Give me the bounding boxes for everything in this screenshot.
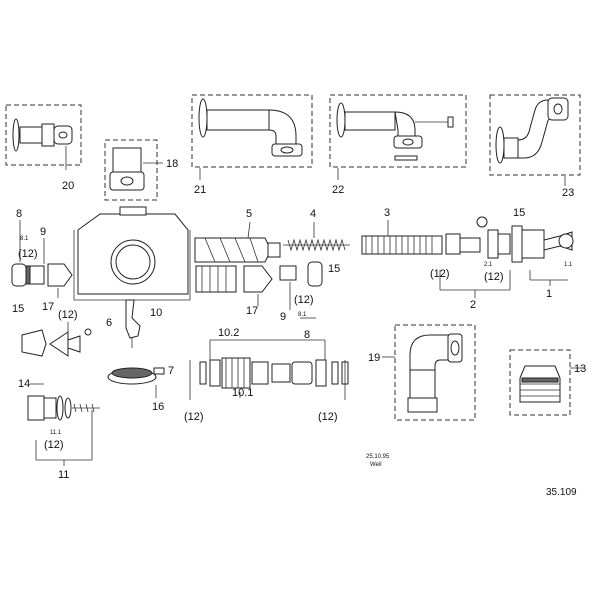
cartridge-part-3 <box>361 220 443 255</box>
label-13: 13 <box>574 363 586 375</box>
option-box-13 <box>509 349 585 416</box>
option-box-22 <box>329 94 467 180</box>
label-8-1-right: 8.1 <box>298 312 307 318</box>
option-box-18 <box>104 139 163 201</box>
fixing-parts-11 <box>27 383 100 466</box>
label-19: 19 <box>368 352 380 364</box>
label-9-left: 9 <box>40 226 46 238</box>
label-22: 22 <box>332 184 344 196</box>
label-8-1-left: 8.1 <box>20 236 29 242</box>
label-5: 5 <box>246 208 252 220</box>
label-12-low-right: (12) <box>318 411 338 423</box>
footer-date: 25.10.95 <box>366 454 390 460</box>
label-14: 14 <box>18 378 30 390</box>
label-1: 1 <box>546 288 552 300</box>
label-4: 4 <box>310 208 316 220</box>
label-21: 21 <box>194 184 206 196</box>
label-2: 2 <box>470 299 476 311</box>
option-box-23 <box>489 94 581 186</box>
lever-part-6 <box>125 299 141 348</box>
label-20: 20 <box>62 180 74 192</box>
valve-head-part-2 <box>439 216 511 298</box>
cap-parts-12-left <box>21 322 92 357</box>
label-16: 16 <box>152 401 164 413</box>
label-15-left: 15 <box>12 303 24 315</box>
label-2-1: 2.1 <box>484 262 493 268</box>
label-6: 6 <box>106 317 112 329</box>
left-cap-assembly <box>11 220 73 298</box>
label-8-top: 8 <box>16 208 22 220</box>
label-3: 3 <box>384 207 390 219</box>
label-1-1: 1.1 <box>564 262 573 268</box>
label-10-1: 10.1 <box>232 387 253 399</box>
label-10-2: 10.2 <box>218 327 239 339</box>
label-12-center: (12) <box>294 294 314 306</box>
label-11-1: 11.1 <box>50 430 62 436</box>
label-18: 18 <box>166 158 178 170</box>
label-8-bot: 8 <box>304 329 310 341</box>
label-10: 10 <box>150 307 162 319</box>
spring-part-4 <box>283 222 350 252</box>
spindle-part-5 <box>194 221 281 263</box>
footer-author: Weil <box>370 462 382 468</box>
option-box-21 <box>191 94 313 180</box>
right-cap-assembly <box>195 261 323 319</box>
label-17-left: 17 <box>42 301 54 313</box>
disc-part-16 <box>107 367 165 398</box>
label-11: 11 <box>58 469 69 481</box>
label-15-mid: 15 <box>328 263 340 275</box>
label-12-left: (12) <box>18 248 38 260</box>
central-lower-assembly <box>189 339 349 400</box>
label-15-right: 15 <box>513 207 525 219</box>
label-23: 23 <box>562 187 574 199</box>
label-12-small: (12) <box>58 309 78 321</box>
label-12-11: (12) <box>44 439 64 451</box>
label-17-right: 17 <box>246 305 258 317</box>
label-7: 7 <box>168 365 174 377</box>
label-12-low-left: (12) <box>184 411 204 423</box>
handle-part-1 <box>511 225 574 286</box>
label-9-right: 9 <box>280 311 286 323</box>
label-12-right-a: (12) <box>430 268 450 280</box>
option-box-19 <box>382 324 476 421</box>
drawing-number: 35.109 <box>546 487 577 498</box>
label-12-right-b: (12) <box>484 271 504 283</box>
option-box-20 <box>5 104 82 170</box>
main-valve-body <box>73 206 191 301</box>
